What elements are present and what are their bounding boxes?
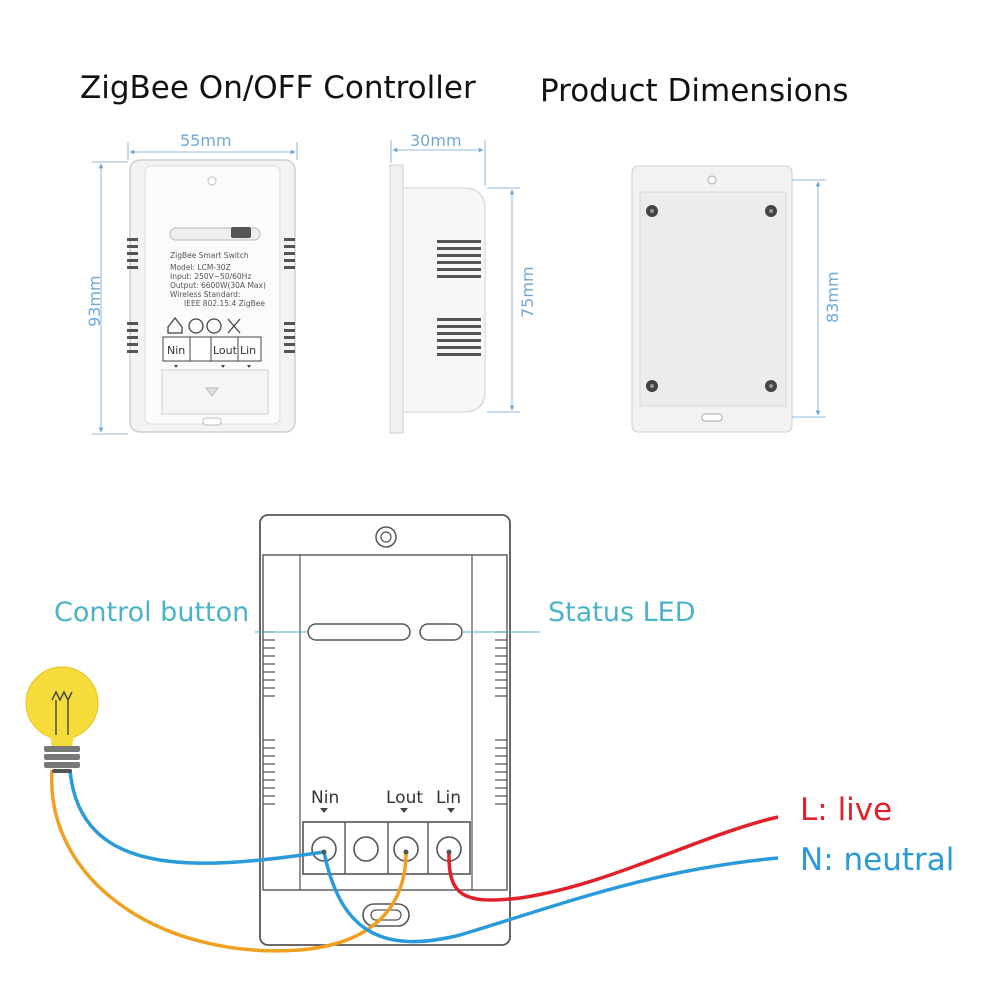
weee-bin-icon bbox=[227, 318, 241, 334]
live-label: L: live bbox=[800, 792, 892, 828]
terminal-empty-screw bbox=[353, 836, 379, 862]
title-right: Product Dimensions bbox=[540, 73, 849, 109]
side-depth-label: 30mm bbox=[410, 131, 462, 150]
terminal-lout-label: Lout bbox=[386, 788, 423, 808]
control-button bbox=[307, 623, 411, 641]
title-left: ZigBee On/OFF Controller bbox=[80, 70, 476, 106]
live-wire bbox=[447, 815, 779, 902]
side-height-label: 75mm bbox=[518, 266, 537, 318]
side-vents bbox=[437, 240, 481, 356]
front-label-wireless: Wireless Standard: bbox=[170, 290, 240, 299]
front-label-name: ZigBee Smart Switch bbox=[170, 251, 249, 260]
status-led bbox=[419, 623, 463, 641]
front-label-output: Output: 6600W(30A Max) bbox=[170, 281, 266, 290]
side-view: 30mm 75mm bbox=[389, 131, 537, 434]
back-view: 83mm bbox=[631, 165, 842, 433]
neutral-wire bbox=[322, 851, 779, 944]
load-wire bbox=[50, 769, 408, 953]
home-icon bbox=[167, 316, 183, 334]
wiring-diagram: Control button Status LED Nin Lout Lin L… bbox=[25, 514, 954, 953]
front-vents bbox=[127, 238, 295, 353]
terminal-nin-label: Nin bbox=[311, 788, 339, 808]
control-button-callout: Control button bbox=[54, 597, 249, 628]
front-label-model: Model: LCM-30Z bbox=[170, 263, 231, 272]
front-width-label: 55mm bbox=[180, 131, 232, 150]
light-bulb-icon bbox=[25, 666, 99, 773]
front-terminal-nin: Nin bbox=[167, 344, 185, 357]
wiring-vents bbox=[263, 631, 507, 805]
front-status-led bbox=[231, 227, 251, 238]
front-view: ZigBee Smart Switch Model: LCM-30Z Input… bbox=[85, 131, 298, 435]
front-height-label: 93mm bbox=[85, 275, 104, 327]
front-terminal-lout: Lout bbox=[213, 344, 238, 357]
front-label-standard: IEEE 802.15.4 ZigBee bbox=[184, 299, 265, 308]
front-label-input: Input: 250V~50/60Hz bbox=[170, 272, 251, 281]
terminal-nin-screw bbox=[311, 836, 337, 862]
eco-icon bbox=[206, 318, 222, 334]
front-terminal-lin: Lin bbox=[240, 344, 256, 357]
status-led-callout: Status LED bbox=[548, 597, 696, 628]
terminal-lin-label: Lin bbox=[436, 788, 461, 808]
neutral-label: N: neutral bbox=[800, 842, 954, 878]
neutral-wire-to-bulb bbox=[68, 769, 325, 865]
back-height-label: 83mm bbox=[823, 271, 842, 323]
recycle-icon bbox=[188, 318, 204, 334]
